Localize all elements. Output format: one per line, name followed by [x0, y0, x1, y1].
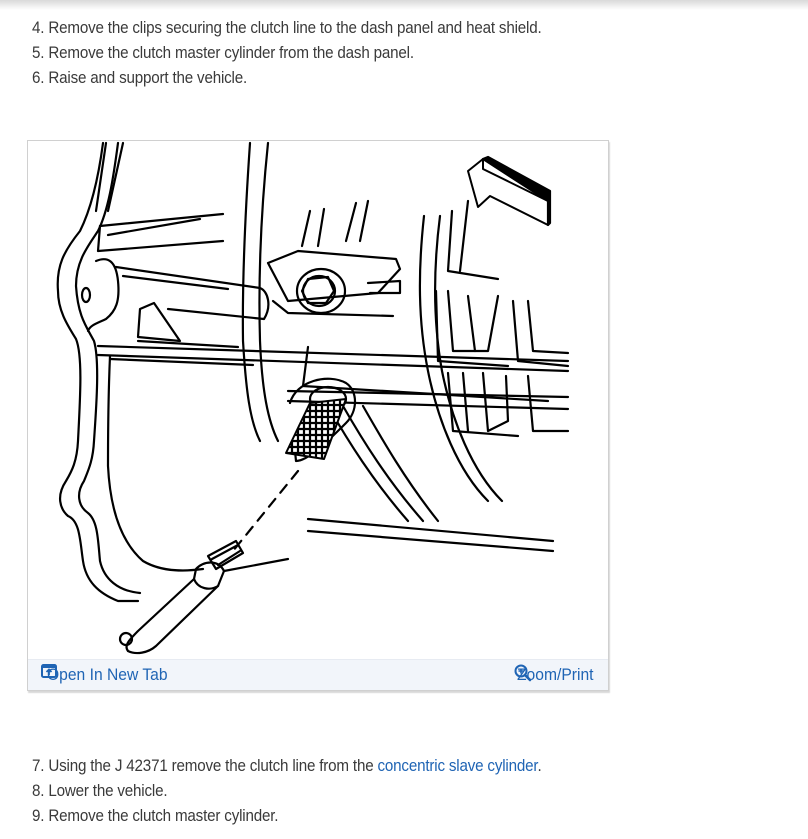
step-number: 5. — [32, 44, 45, 62]
step-text: Remove the clips securing the clutch lin… — [48, 19, 542, 37]
step-text: Remove the clutch master cylinder from t… — [48, 44, 414, 62]
step-text: Using the J 42371 remove the clutch line… — [48, 757, 378, 775]
zoom-print-label: Zoom/Print — [516, 665, 594, 684]
step-number: 4. — [32, 19, 45, 37]
step-number: 6. — [32, 69, 45, 87]
step-4: 4. Remove the clips securing the clutch … — [32, 16, 542, 41]
procedure-steps-bottom: 7. Using the J 42371 remove the clutch l… — [32, 754, 542, 829]
step-6: 6. Raise and support the vehicle. — [32, 66, 542, 91]
step-number: 7. — [32, 757, 45, 775]
top-header-shadow — [0, 0, 808, 10]
step-5: 5. Remove the clutch master cylinder fro… — [32, 41, 542, 66]
step-text-end: . — [537, 757, 542, 775]
step-text: Raise and support the vehicle. — [48, 69, 248, 87]
concentric-slave-cylinder-link[interactable]: concentric slave cylinder — [377, 757, 538, 775]
figure-caption-bar: Open In New Tab Zoom/Print — [28, 659, 608, 690]
step-text: Lower the vehicle. — [48, 782, 168, 800]
procedure-steps-top: 4. Remove the clips securing the clutch … — [32, 16, 542, 91]
step-number: 8. — [32, 782, 45, 800]
open-in-new-tab-label: Open In New Tab — [47, 665, 168, 684]
open-in-new-tab-button[interactable]: Open In New Tab — [41, 664, 178, 686]
step-7: 7. Using the J 42371 remove the clutch l… — [32, 754, 542, 779]
step-text: Remove the clutch master cylinder. — [48, 807, 279, 825]
step-9: 9. Remove the clutch master cylinder. — [32, 804, 541, 829]
step-number: 9. — [32, 807, 45, 825]
procedure-figure: Open In New Tab Zoom/Print — [27, 140, 609, 691]
clutch-line-diagram — [56, 141, 570, 655]
zoom-print-button[interactable]: Zoom/Print — [514, 664, 600, 686]
step-8: 8. Lower the vehicle. — [32, 779, 541, 804]
